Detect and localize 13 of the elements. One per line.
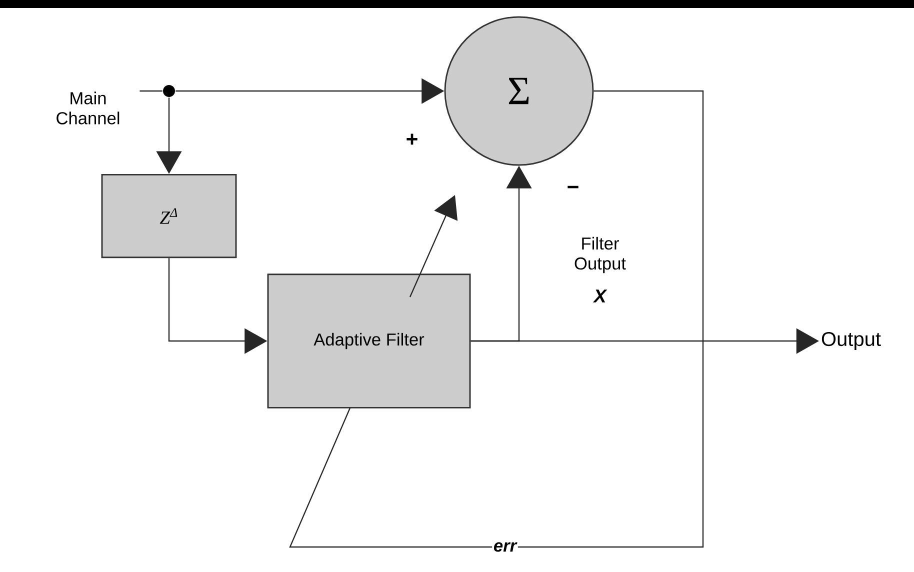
filter-box: Adaptive Filter	[267, 274, 471, 408]
connector-line	[289, 90, 704, 548]
connector-line	[140, 90, 162, 92]
summing-junction: Σ	[444, 16, 594, 166]
output-label: Output	[822, 332, 881, 350]
signal-symbol: X	[592, 290, 608, 302]
junction-dot	[163, 85, 175, 97]
plus-sign: +	[406, 134, 418, 145]
signal-label: Filter Output	[574, 236, 626, 274]
minus-sign: −	[568, 186, 578, 188]
input-label: Main Channel	[56, 92, 120, 124]
delay-box: Z$^{Δ}$	[101, 174, 237, 258]
edge-label: err	[492, 540, 518, 554]
